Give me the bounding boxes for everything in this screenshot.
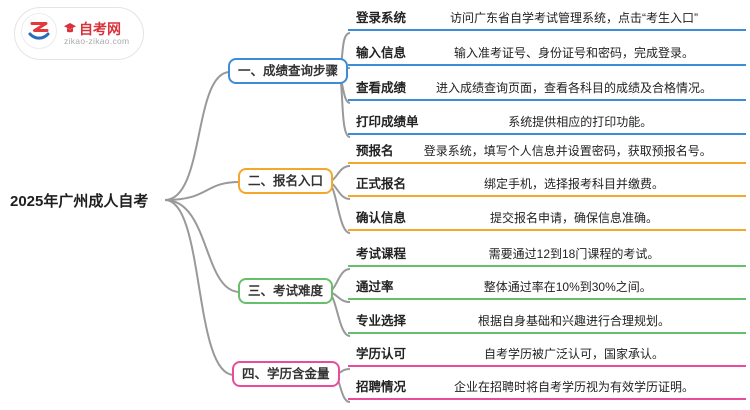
branch-node-value: 四、学历含金量	[232, 361, 340, 387]
branch-node-registration: 二、报名入口	[238, 168, 334, 194]
leaf-label: 登录系统	[356, 11, 407, 25]
leaf-row: 专业选择 根据自身基础和兴趣进行合理规划。	[348, 314, 746, 334]
leaf-label: 考试课程	[356, 247, 407, 261]
leaf-desc: 系统提供相应的打印功能。	[508, 115, 653, 129]
leaf-label: 输入信息	[356, 46, 407, 60]
leaf-row: 输入信息 输入准考证号、身份证号和密码，完成登录。	[348, 46, 746, 66]
leaf-desc: 自考学历被广泛认可，国家承认。	[484, 347, 665, 361]
leaf-desc: 整体通过率在10%到30%之间。	[483, 280, 652, 294]
leaf-label: 打印成绩单	[356, 115, 419, 129]
leaf-row: 预报名 登录系统，填写个人信息并设置密码，获取预报名号。	[348, 144, 746, 164]
leaf-desc: 进入成绩查询页面，查看各科目的成绩及合格情况。	[436, 81, 713, 95]
leaf-row: 查看成绩 进入成绩查询页面，查看各科目的成绩及合格情况。	[348, 81, 746, 101]
leaf-row: 确认信息 提交报名申请，确保信息准确。	[348, 211, 746, 231]
branch-node-scores: 一、成绩查询步骤	[228, 58, 349, 84]
leaf-row: 考试课程 需要通过12到18门课程的考试。	[348, 247, 746, 267]
leaf-row: 正式报名 绑定手机，选择报考科目并缴费。	[348, 177, 746, 197]
leaf-label: 查看成绩	[356, 81, 407, 95]
branch-node-difficulty: 三、考试难度	[238, 278, 334, 304]
leaf-label: 专业选择	[356, 314, 407, 328]
connector-root-branch-1	[164, 71, 231, 201]
connector-root-branch-2	[164, 181, 241, 201]
leaf-label: 招聘情况	[356, 380, 407, 394]
site-logo: 自考网 zikao-zikao.com	[14, 7, 145, 60]
leaf-label: 学历认可	[356, 347, 407, 361]
graduation-cap-icon	[64, 23, 76, 33]
connector-root-branch-3	[164, 199, 241, 293]
site-name: 自考网	[64, 21, 129, 37]
leaf-desc: 输入准考证号、身份证号和密码，完成登录。	[454, 46, 695, 60]
site-url: zikao-zikao.com	[64, 35, 130, 46]
logo-emblem-icon	[20, 12, 58, 55]
leaf-desc: 根据自身基础和兴趣进行合理规划。	[478, 314, 671, 328]
connector-root-branch-4	[164, 199, 235, 376]
leaf-desc: 提交报名申请，确保信息准确。	[490, 211, 659, 225]
leaf-row: 学历认可 自考学历被广泛认可，国家承认。	[348, 347, 746, 367]
leaf-label: 正式报名	[356, 177, 407, 191]
leaf-label: 确认信息	[356, 211, 407, 225]
leaf-desc: 企业在招聘时将自考学历视为有效学历证明。	[454, 380, 695, 394]
leaf-desc: 登录系统，填写个人信息并设置密码，获取预报名号。	[423, 144, 712, 158]
leaf-label: 通过率	[356, 280, 394, 294]
leaf-desc: 绑定手机，选择报考科目并缴费。	[484, 177, 665, 191]
leaf-label: 预报名	[356, 144, 394, 158]
leaf-row: 招聘情况 企业在招聘时将自考学历视为有效学历证明。	[348, 380, 746, 400]
root-node: 2025年广州成人自考	[10, 193, 149, 210]
leaf-row: 登录系统 访问广东省自学考试管理系统，点击“考生入口”	[348, 11, 746, 31]
leaf-desc: 需要通过12到18门课程的考试。	[488, 247, 660, 261]
leaf-row: 打印成绩单 系统提供相应的打印功能。	[348, 115, 746, 135]
leaf-row: 通过率 整体通过率在10%到30%之间。	[348, 280, 746, 300]
leaf-desc: 访问广东省自学考试管理系统，点击“考生入口”	[450, 11, 698, 25]
